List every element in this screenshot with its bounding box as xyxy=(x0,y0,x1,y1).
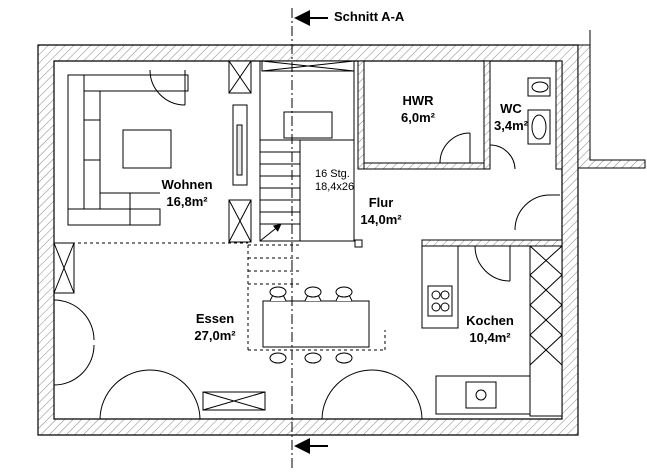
room-label-hwr: HWR 6,0m² xyxy=(378,92,458,126)
sofa xyxy=(67,74,189,226)
room-area-wc: 3,4m² xyxy=(494,118,528,133)
stair-dimension: 18,4x26 xyxy=(315,181,355,193)
kitchen-counters xyxy=(421,245,563,417)
room-name-hwr: HWR xyxy=(402,93,434,108)
room-name-kochen: Kochen xyxy=(466,313,514,328)
dining-table xyxy=(262,286,370,364)
stair-steps: 16 Stg. xyxy=(315,168,350,180)
room-area-essen: 27,0m² xyxy=(194,328,236,343)
room-area-wohnen: 16,8m² xyxy=(166,194,208,209)
room-name-flur: Flur xyxy=(368,195,394,210)
flur-marker xyxy=(354,239,363,248)
section-label: Schnitt A-A xyxy=(334,9,405,24)
room-label-kochen: Kochen 10,4m² xyxy=(455,312,525,346)
extension-wall xyxy=(577,30,646,169)
room-name-wohnen: Wohnen xyxy=(161,177,213,192)
room-name-essen: Essen xyxy=(195,311,235,326)
room-label-wohnen: Wohnen 16,8m² xyxy=(142,176,232,210)
chairs-top xyxy=(269,286,353,302)
room-label-wc: WC 3,4m² xyxy=(488,100,534,134)
room-label-essen: Essen 27,0m² xyxy=(170,310,260,344)
room-name-wc: WC xyxy=(500,101,522,116)
tv-unit xyxy=(232,104,248,186)
doors xyxy=(53,69,560,420)
room-area-hwr: 6,0m² xyxy=(401,110,435,125)
staircase xyxy=(247,60,355,350)
dashed-lines xyxy=(54,242,386,351)
interior-walls xyxy=(357,60,563,247)
room-area-flur: 14,0m² xyxy=(360,212,402,227)
wc-fixtures xyxy=(527,77,551,145)
section-line xyxy=(291,8,328,468)
chairs-bottom xyxy=(269,352,353,364)
stair-note: 16 Stg. 18,4x26 xyxy=(315,168,354,194)
room-label-flur: Flur 14,0m² xyxy=(336,194,426,228)
room-area-kochen: 10,4m² xyxy=(469,330,511,345)
